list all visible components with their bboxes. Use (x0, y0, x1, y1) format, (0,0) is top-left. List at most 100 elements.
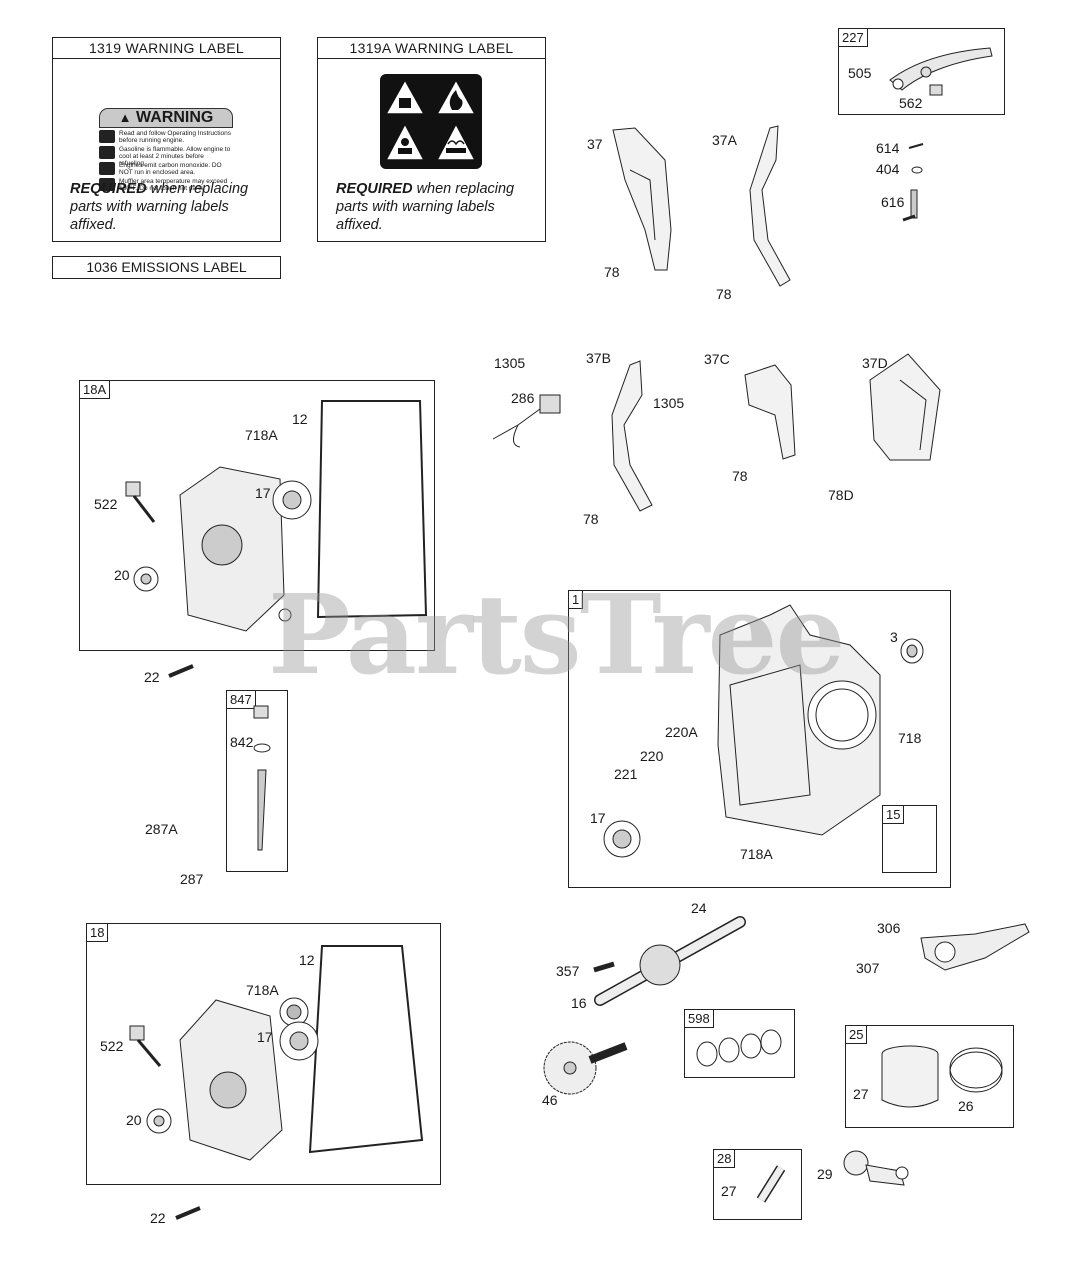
air-guide-37-drawing (612, 127, 672, 271)
callout-718A-c: 718A (246, 982, 279, 998)
callout-1305-b: 1305 (653, 395, 685, 411)
callout-287: 287 (180, 871, 204, 887)
group-box-1 (568, 590, 951, 888)
warning-row-fuel: Gasoline is flammable. Allow engine to c… (99, 146, 233, 167)
group-tag-28: 28 (713, 1149, 736, 1168)
callout-26: 26 (958, 1098, 974, 1114)
callout-286: 286 (511, 390, 535, 406)
flywheel-guard-306-drawing (920, 923, 1030, 971)
warning-pictogram-icon (380, 74, 482, 169)
fumes-icon (99, 162, 115, 175)
hot-surface-icon (99, 178, 115, 191)
screw-22b-drawing (175, 1206, 201, 1220)
callout-37: 37 (587, 136, 603, 152)
oil-seal-20a-drawing (133, 566, 159, 592)
warning-label-1319-box: 1319 WARNING LABEL ▲ WARNING Read and fo… (52, 37, 281, 242)
callout-27-b: 27 (721, 1183, 737, 1199)
crankcase-cover-18-drawing (179, 945, 424, 1161)
warning-header: ▲ WARNING (99, 108, 233, 128)
group-box-25 (845, 1025, 1014, 1128)
group-tag-18: 18 (86, 923, 109, 942)
callout-357: 357 (556, 963, 580, 979)
oil-fill-plug-522a-drawing (125, 481, 156, 523)
callout-1305-a: 1305 (494, 355, 526, 371)
callout-22-b: 22 (150, 1210, 166, 1226)
callout-718: 718 (898, 730, 922, 746)
oil-seal-20b-drawing (146, 1108, 172, 1134)
callout-27-a: 27 (853, 1086, 869, 1102)
group-tag-227: 227 (838, 28, 868, 47)
warning-triangle-icon: ▲ (118, 110, 132, 125)
callout-287A: 287A (145, 821, 178, 837)
callout-37D: 37D (862, 355, 888, 371)
callout-17-b: 17 (590, 810, 606, 826)
piston-25-drawing (881, 1045, 1003, 1108)
callout-29: 29 (817, 1166, 833, 1182)
group-tag-598: 598 (684, 1009, 714, 1028)
callout-37B: 37B (586, 350, 611, 366)
bearing-17a-drawing (272, 480, 312, 520)
callout-78-d: 78 (583, 511, 599, 527)
callout-78-c: 78 (732, 468, 748, 484)
callout-12-a: 12 (292, 411, 308, 427)
bearing-3-drawing (900, 638, 924, 664)
warning-row-hot: Muffler area temperature may exceed 150°… (99, 178, 233, 192)
group-box-18A (79, 380, 435, 651)
callout-78-a: 78 (604, 264, 620, 280)
warning-label-1319A-box: 1319A WARNING LABEL REQUIRED when replac… (317, 37, 546, 242)
oil-fill-plug-522b-drawing (129, 1025, 162, 1067)
piston-rings-598-drawing (696, 1029, 782, 1067)
camshaft-46-drawing (543, 1041, 628, 1095)
group-tag-15: 15 (882, 805, 905, 824)
emissions-label-box: 1036 EMISSIONS LABEL (52, 256, 281, 279)
callout-562: 562 (899, 95, 923, 111)
callout-37C: 37C (704, 351, 730, 367)
group-box-28 (713, 1149, 802, 1220)
group-tag-18A: 18A (79, 380, 111, 399)
warning-label-1319-title: 1319 WARNING LABEL (53, 38, 280, 59)
callout-220: 220 (640, 748, 664, 764)
air-guide-37A-drawing (749, 125, 791, 287)
callout-17-a: 17 (255, 485, 271, 501)
group-box-847 (226, 690, 288, 872)
callout-16: 16 (571, 995, 587, 1011)
callout-24: 24 (691, 900, 707, 916)
callout-22-a: 22 (144, 669, 160, 685)
callout-307: 307 (856, 960, 880, 976)
callout-718A-b: 718A (740, 846, 773, 862)
crankcase-cover-18A-drawing (179, 400, 428, 632)
warning-label-1319A-title: 1319A WARNING LABEL (318, 38, 545, 59)
callout-522-a: 522 (94, 496, 118, 512)
callout-505: 505 (848, 65, 872, 81)
flame-icon (99, 146, 115, 159)
cylinder-block-1-drawing (717, 604, 881, 836)
air-guide-37C-drawing (744, 364, 796, 460)
key-357-drawing (593, 961, 615, 973)
bearing-17b-drawing (603, 820, 641, 858)
group-box-18 (86, 923, 441, 1185)
piston-pin-28-drawing (756, 1165, 786, 1203)
group-box-227 (838, 28, 1005, 115)
callout-78D: 78D (828, 487, 854, 503)
governor-lever-drawing (889, 47, 993, 96)
ignition-coil-286-drawing (492, 394, 561, 448)
air-guide-37D-drawing (869, 353, 941, 461)
callout-404: 404 (876, 161, 900, 177)
governor-shaft-drawing (902, 143, 924, 222)
air-guide-37B-drawing (611, 360, 653, 512)
callout-614: 614 (876, 140, 900, 156)
warning-label-1319A-required: REQUIRED when replacing parts with warni… (336, 181, 515, 233)
callout-718A-a: 718A (245, 427, 278, 443)
callout-37A: 37A (712, 132, 737, 148)
callout-220A: 220A (665, 724, 698, 740)
group-box-15 (882, 805, 937, 873)
warning-header-text: WARNING (136, 109, 214, 126)
group-tag-25: 25 (845, 1025, 868, 1044)
callout-522-b: 522 (100, 1038, 124, 1054)
callout-46: 46 (542, 1092, 558, 1108)
callout-842: 842 (230, 734, 254, 750)
callout-221: 221 (614, 766, 638, 782)
crankshaft-16-drawing (594, 916, 746, 1006)
group-tag-1: 1 (568, 590, 584, 609)
warning-label-1319-required: REQUIRED when replacing parts with warni… (70, 181, 249, 233)
